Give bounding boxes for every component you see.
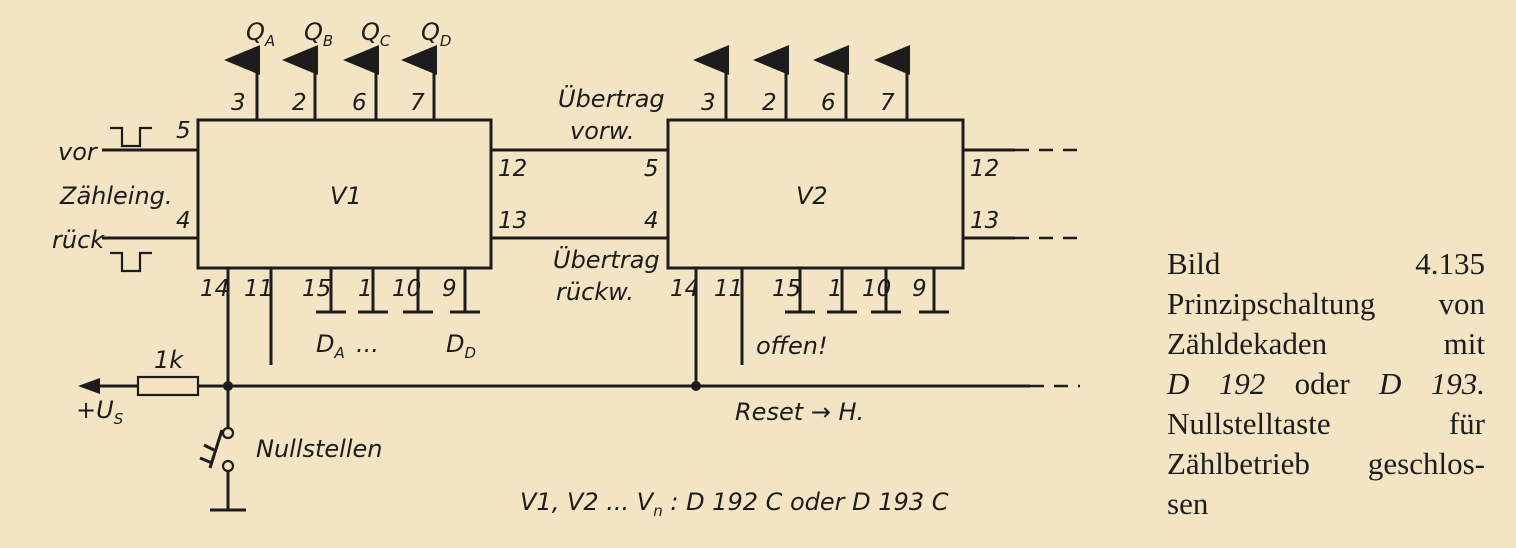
device-note: V1, V2 ... Vn : D 192 C oder D 193 C xyxy=(520,488,949,520)
uebertrag-rueckw-line1: Übertrag xyxy=(553,245,660,274)
v1-pin-11: 11 xyxy=(244,276,273,302)
v1-pin-12: 12 xyxy=(498,156,527,182)
caption-line-1: Prinzipschaltung von xyxy=(1167,286,1485,321)
v1-bottom-pins xyxy=(226,268,480,386)
v1-pin-6: 6 xyxy=(352,90,367,116)
carry-lines xyxy=(491,148,668,240)
v1-pin-1: 1 xyxy=(358,276,373,302)
v1-pin-10: 10 xyxy=(392,276,421,302)
qa-label: QA xyxy=(246,18,275,50)
v1-pin-7: 7 xyxy=(410,90,425,116)
resistor-1k xyxy=(136,375,200,397)
v2-pin-2: 2 xyxy=(762,90,777,116)
v2-pin-3: 3 xyxy=(701,90,716,116)
supply-label: +US xyxy=(76,396,124,428)
v2-label: V2 xyxy=(796,182,828,210)
qb-label: QB xyxy=(304,18,333,50)
caption-line-6: sen xyxy=(1167,486,1209,521)
pulse-down-icon xyxy=(110,126,152,148)
count-inputs xyxy=(102,126,198,273)
junction-dot-v2 xyxy=(691,381,701,391)
dd-label: DD xyxy=(446,330,476,362)
v2-bottom-pins xyxy=(694,268,949,386)
nullstellen-label: Nullstellen xyxy=(256,435,383,463)
v1-pin-15: 15 xyxy=(302,276,331,302)
v1-pin-5: 5 xyxy=(176,118,191,144)
figure-caption: Bild 4.135 Prinzipschaltung von Zähldeka… xyxy=(1167,244,1485,524)
v2-carry-out xyxy=(963,148,1080,240)
qd-label: QD xyxy=(421,18,451,50)
v1-pin-9: 9 xyxy=(442,276,457,302)
caption-line-2: Zähldekaden mit xyxy=(1167,326,1485,361)
v2-pin-1: 1 xyxy=(828,276,843,302)
v2-pin-7: 7 xyxy=(880,90,895,116)
v2-pin-9: 9 xyxy=(912,276,927,302)
caption-line-5: Zählbetrieb geschlos- xyxy=(1167,446,1485,481)
uebertrag-rueckw-line2: rückw. xyxy=(556,278,634,306)
v1-outputs xyxy=(224,45,437,120)
v2-pin-6: 6 xyxy=(821,90,836,116)
caption-line-3: D 192 oder D 193. xyxy=(1167,366,1485,401)
reset-pushbutton-icon xyxy=(199,386,246,512)
v2-outputs xyxy=(693,45,910,120)
v2-pin-11: 11 xyxy=(714,276,743,302)
v2-pin-10: 10 xyxy=(862,276,891,302)
caption-line-4: Nullstelltaste für xyxy=(1167,406,1485,441)
uebertrag-vorw-line1: Übertrag xyxy=(558,84,665,113)
qc-label: QC xyxy=(361,18,391,50)
v1-pin-3: 3 xyxy=(231,90,246,116)
reset-bus xyxy=(78,375,1080,397)
v2-pin-4: 4 xyxy=(644,208,659,234)
vor-label: vor xyxy=(58,138,99,166)
uebertrag-vorw-line2: vorw. xyxy=(570,117,634,145)
v1-pin-4: 4 xyxy=(176,208,191,234)
v2-pin-12: 12 xyxy=(970,156,999,182)
supply-arrow-icon xyxy=(78,378,100,394)
v1-label: V1 xyxy=(330,182,362,210)
offen-label: offen! xyxy=(756,332,828,360)
v2-pin-15: 15 xyxy=(772,276,801,302)
v2-pin-5: 5 xyxy=(644,156,659,182)
caption-title: Bild 4.135 xyxy=(1167,246,1485,281)
ellipsis-label: ... xyxy=(356,330,379,358)
v1-pin-2: 2 xyxy=(292,90,307,116)
counter-v2-block xyxy=(666,118,965,270)
rueck-label: rück xyxy=(52,226,105,254)
v1-pin-13: 13 xyxy=(498,208,527,234)
reset-label: Reset → H. xyxy=(735,398,864,426)
v1-pin-14: 14 xyxy=(200,276,229,302)
pulse-up-icon xyxy=(110,251,152,273)
counter-v1-block xyxy=(196,118,493,270)
v2-pin-13: 13 xyxy=(970,208,999,234)
v2-pin-14: 14 xyxy=(670,276,699,302)
da-label: DA xyxy=(316,330,345,362)
zaehleing-label: Zähleing. xyxy=(59,182,173,210)
resistor-label: 1k xyxy=(154,346,184,374)
